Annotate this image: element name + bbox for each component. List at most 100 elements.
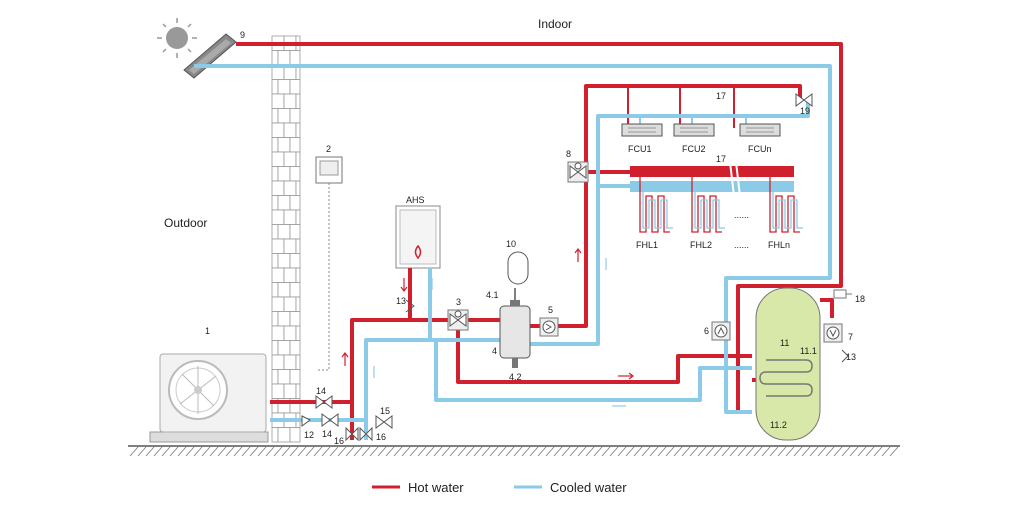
label-fcu1: FCU1 bbox=[628, 144, 652, 154]
brick-wall bbox=[271, 35, 301, 443]
brick bbox=[271, 282, 279, 298]
brick bbox=[271, 79, 279, 95]
brick bbox=[271, 427, 279, 443]
brick bbox=[283, 296, 297, 312]
buffer-tank bbox=[499, 288, 531, 368]
ground-hatch-line bbox=[713, 446, 723, 457]
brick bbox=[271, 325, 285, 341]
ground-hatch-line bbox=[569, 446, 579, 457]
brick bbox=[283, 151, 297, 167]
ground-hatch-line bbox=[201, 446, 211, 457]
brick bbox=[277, 427, 291, 443]
ground-hatch-line bbox=[481, 446, 491, 457]
ground-hatch-line bbox=[649, 446, 659, 457]
brick bbox=[295, 180, 301, 196]
brick bbox=[271, 209, 285, 225]
brick bbox=[289, 369, 301, 385]
label-19: 19 bbox=[800, 106, 810, 116]
ground-hatch-line bbox=[697, 446, 707, 457]
brick bbox=[271, 137, 279, 153]
brick bbox=[277, 137, 291, 153]
ground-hatch-line bbox=[185, 446, 195, 457]
label-18: 18 bbox=[855, 294, 865, 304]
ground-hatch-line bbox=[553, 446, 563, 457]
ground-hatch-line bbox=[225, 446, 235, 457]
brick bbox=[295, 151, 301, 167]
brick bbox=[283, 238, 297, 254]
ground-hatch-line bbox=[681, 446, 691, 457]
brick bbox=[277, 108, 291, 124]
label-7: 7 bbox=[848, 332, 853, 342]
floor-loop bbox=[691, 177, 722, 233]
brick bbox=[277, 195, 291, 211]
label-16a: 16 bbox=[334, 436, 344, 446]
ground-hatch-line bbox=[745, 446, 755, 457]
floor-loop-return bbox=[694, 192, 725, 229]
ground-hatch-line bbox=[689, 446, 699, 457]
brick bbox=[289, 166, 301, 182]
ground-hatch-line bbox=[289, 446, 299, 457]
brick bbox=[277, 340, 291, 356]
ground-hatch-line bbox=[585, 446, 595, 457]
brick bbox=[295, 238, 301, 254]
brick bbox=[289, 108, 301, 124]
brick bbox=[289, 427, 301, 443]
ground-hatch-line bbox=[337, 446, 347, 457]
pump-7-icon bbox=[823, 323, 843, 343]
brick bbox=[271, 180, 285, 196]
ground-hatch-line bbox=[833, 446, 843, 457]
label-17a: 17 bbox=[716, 91, 726, 101]
brick bbox=[277, 311, 291, 327]
label-fhl2: FHL2 bbox=[690, 240, 712, 250]
ground-hatch-line bbox=[329, 446, 339, 457]
label-3: 3 bbox=[456, 297, 461, 307]
ground-hatch-line bbox=[841, 446, 851, 457]
brick bbox=[271, 369, 279, 385]
ground-hatch-line bbox=[785, 446, 795, 457]
label-9: 9 bbox=[240, 30, 245, 40]
brick bbox=[289, 253, 301, 269]
brick bbox=[283, 325, 297, 341]
ground-hatch-line bbox=[193, 446, 203, 457]
brick bbox=[271, 311, 279, 327]
flame-icon bbox=[414, 244, 422, 260]
brick bbox=[271, 383, 285, 399]
ground-hatch-line bbox=[137, 446, 147, 457]
ground-hatch-line bbox=[561, 446, 571, 457]
label-17b: 17 bbox=[716, 154, 726, 164]
thermostat-controller bbox=[315, 156, 343, 371]
ground-hatch-line bbox=[793, 446, 803, 457]
brick bbox=[289, 311, 301, 327]
cooled-water-pipes bbox=[194, 64, 832, 440]
ground-hatch-line bbox=[705, 446, 715, 457]
brick bbox=[289, 79, 301, 95]
ground-hatch-line bbox=[321, 446, 331, 457]
ground-hatch-line bbox=[281, 446, 291, 457]
label-11-1: 11.1 bbox=[800, 346, 817, 356]
ground-hatch-line bbox=[241, 446, 251, 457]
ground-hatch-line bbox=[433, 446, 443, 457]
label-8: 8 bbox=[566, 149, 571, 159]
ground-hatch-line bbox=[297, 446, 307, 457]
brick bbox=[271, 340, 279, 356]
ground-hatch-line bbox=[305, 446, 315, 457]
brick bbox=[271, 151, 285, 167]
ground-hatch-line bbox=[881, 446, 891, 457]
ground-hatch-line bbox=[313, 446, 323, 457]
label-fhl1: FHL1 bbox=[636, 240, 658, 250]
floor-heating-manifold bbox=[630, 161, 794, 197]
brick bbox=[283, 180, 297, 196]
expansion-vessel bbox=[507, 251, 529, 285]
ground-hatch-line bbox=[353, 446, 363, 457]
ground-hatch-line bbox=[257, 446, 267, 457]
brick bbox=[289, 50, 301, 66]
label-2: 2 bbox=[326, 144, 331, 154]
valve-8-icon bbox=[567, 161, 589, 183]
brick bbox=[289, 224, 301, 240]
legend: Hot water Cooled water bbox=[372, 480, 627, 495]
ground-hatch-line bbox=[393, 446, 403, 457]
label-14b: 14 bbox=[322, 429, 332, 439]
brick bbox=[277, 79, 291, 95]
valve-19-icon bbox=[795, 93, 813, 107]
